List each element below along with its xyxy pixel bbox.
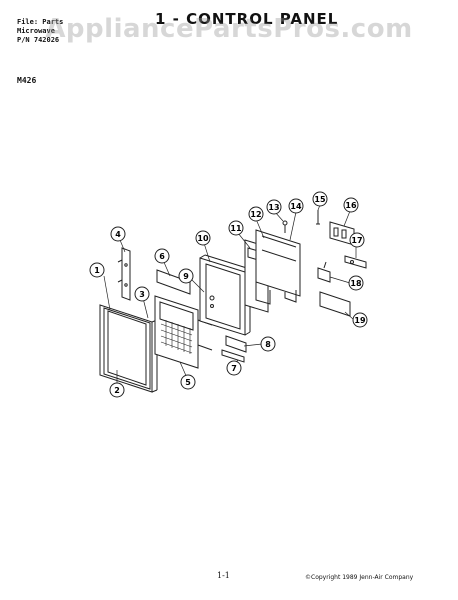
callout-16: 16 xyxy=(343,197,359,213)
part-pin-15 xyxy=(316,210,320,225)
svg-text:3: 3 xyxy=(139,290,145,299)
page-title: 1 - CONTROL PANEL xyxy=(155,10,339,28)
svg-text:10: 10 xyxy=(197,234,209,243)
header-line-1: File: Parts xyxy=(17,18,64,26)
svg-text:17: 17 xyxy=(351,236,362,245)
part-bracket-4 xyxy=(117,247,131,301)
callout-5: 5 xyxy=(180,374,196,390)
callout-14: 14 xyxy=(288,198,304,214)
svg-text:16: 16 xyxy=(345,201,357,210)
svg-text:8: 8 xyxy=(265,340,271,349)
svg-text:5: 5 xyxy=(185,378,191,387)
part-chassis-14 xyxy=(255,229,301,305)
part-component-17 xyxy=(344,255,367,269)
callout-3: 3 xyxy=(134,286,150,302)
svg-text:9: 9 xyxy=(183,272,189,281)
part-frame xyxy=(99,304,158,393)
copyright-notice: ©Copyright 1989 Jenn-Air Company xyxy=(305,574,414,581)
header-line-2: Microwave xyxy=(17,27,55,35)
part-touch-panel-5 xyxy=(154,295,213,369)
svg-text:18: 18 xyxy=(350,279,362,288)
svg-text:15: 15 xyxy=(314,195,326,204)
svg-text:12: 12 xyxy=(250,210,261,219)
callout-11: 11 xyxy=(228,220,244,236)
callout-8: 8 xyxy=(260,336,276,352)
svg-text:14: 14 xyxy=(290,202,302,211)
svg-text:2: 2 xyxy=(114,386,120,395)
callout-13: 13 xyxy=(266,199,282,215)
callout-6: 6 xyxy=(154,248,170,264)
model-number: M426 xyxy=(17,76,37,85)
svg-text:1: 1 xyxy=(94,266,100,275)
callout-15: 15 xyxy=(312,191,328,207)
header-line-3: P/N 742026 xyxy=(17,36,60,44)
part-switch-18 xyxy=(317,261,331,283)
callout-10: 10 xyxy=(195,230,211,246)
page-number: 1-1 xyxy=(217,571,230,580)
svg-text:7: 7 xyxy=(231,364,237,373)
part-lower-bracket xyxy=(221,335,247,363)
callout-9: 9 xyxy=(178,268,194,284)
part-fastener-13 xyxy=(282,220,288,233)
svg-text:19: 19 xyxy=(354,316,366,325)
callout-7: 7 xyxy=(226,360,242,376)
svg-text:6: 6 xyxy=(159,252,165,261)
svg-text:11: 11 xyxy=(230,224,242,233)
callout-17: 17 xyxy=(349,232,365,248)
part-housing-10 xyxy=(199,254,251,336)
svg-text:13: 13 xyxy=(268,203,279,212)
callout-12: 12 xyxy=(248,206,264,222)
callout-18: 18 xyxy=(348,275,364,291)
callout-1: 1 xyxy=(89,262,105,278)
callout-4: 4 xyxy=(110,226,126,242)
callout-19: 19 xyxy=(352,312,368,328)
svg-text:4: 4 xyxy=(115,230,121,239)
callout-2: 2 xyxy=(109,382,125,398)
callout-labels: 1 2 3 4 5 6 7 8 xyxy=(89,191,368,398)
